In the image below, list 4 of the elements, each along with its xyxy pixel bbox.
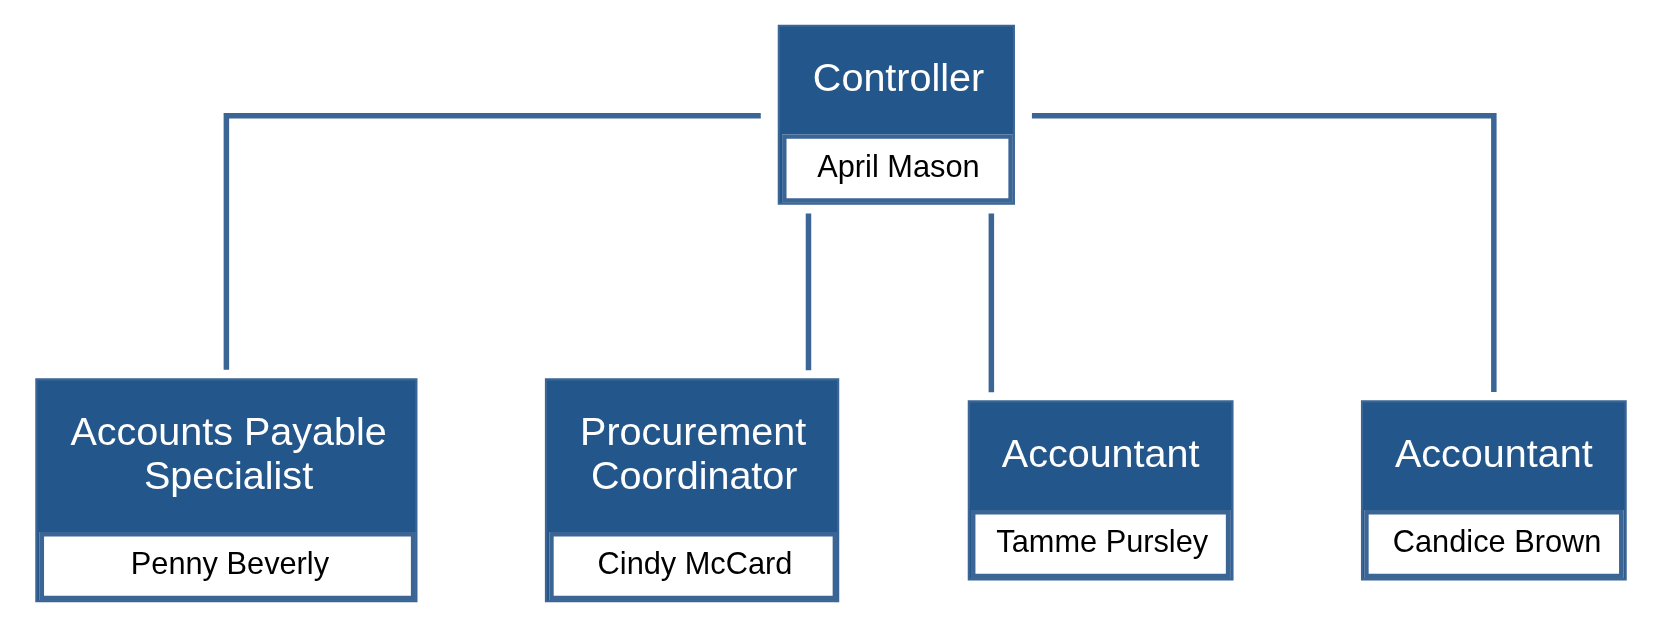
connector	[805, 213, 811, 371]
connector	[988, 213, 994, 393]
connector	[223, 113, 761, 370]
connector	[1031, 113, 1497, 392]
